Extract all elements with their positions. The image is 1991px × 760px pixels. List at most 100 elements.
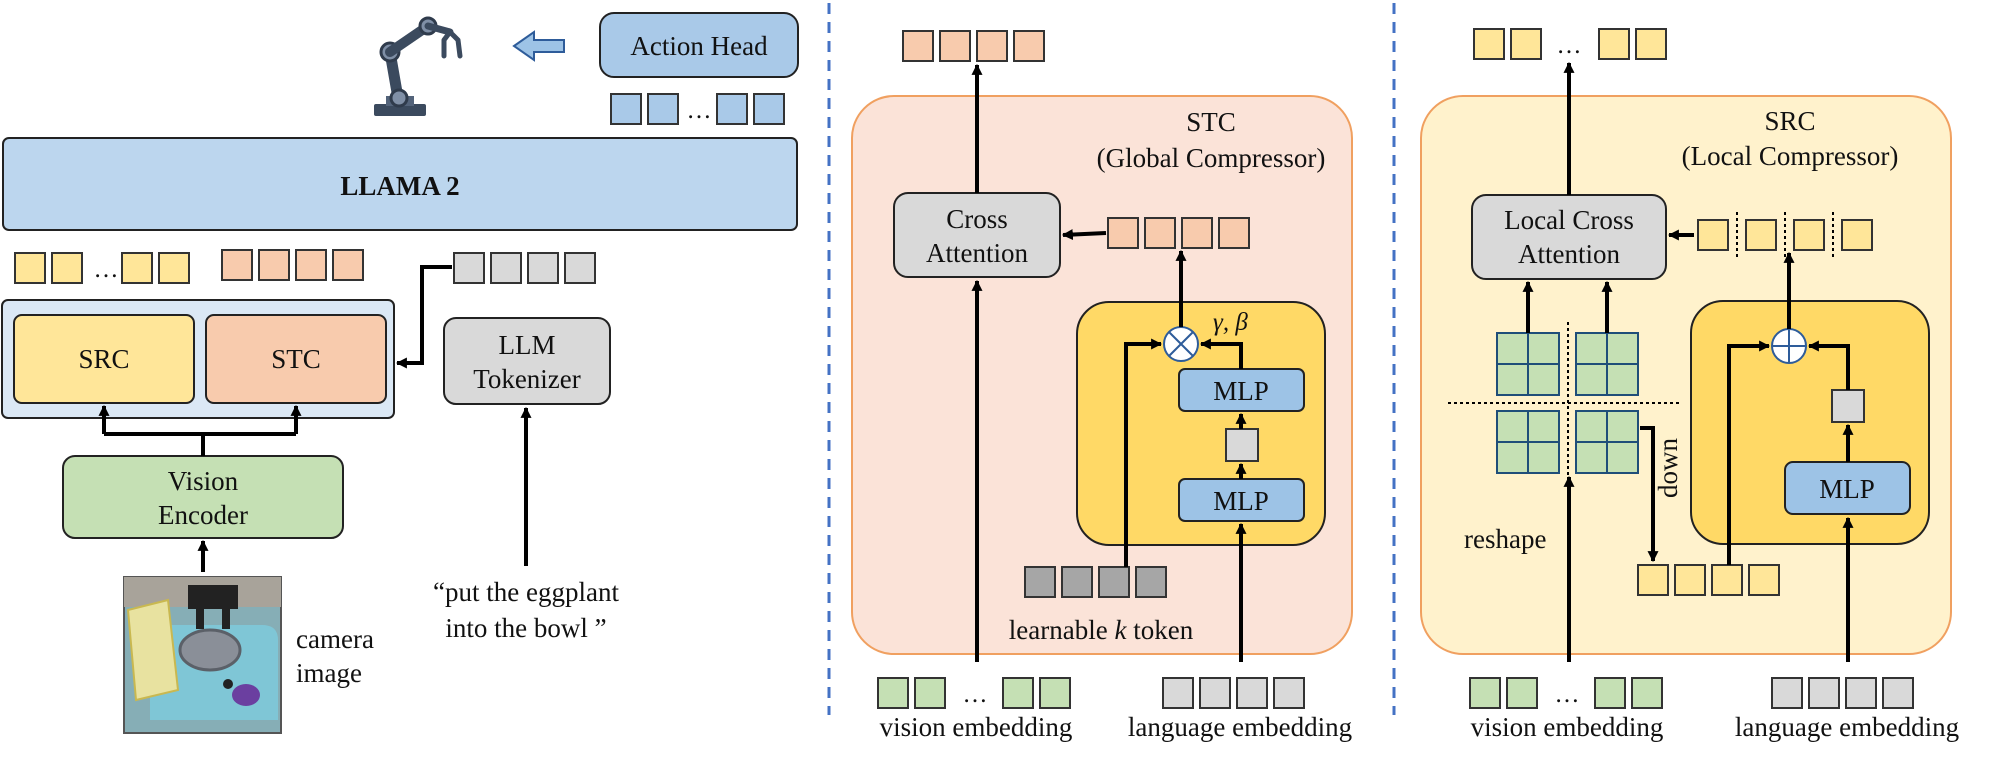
src-box xyxy=(13,314,195,404)
language-token xyxy=(1882,677,1914,709)
query-token xyxy=(1181,217,1213,249)
downsampled-token xyxy=(1711,564,1743,596)
src-output-token xyxy=(1473,28,1505,60)
mlp-bottom-label: MLP xyxy=(1213,486,1269,516)
stc-panel-subtitle: (Global Compressor) xyxy=(1097,143,1326,173)
vision-encoder-label: Encoder xyxy=(158,500,248,530)
query-token xyxy=(1107,217,1139,249)
hidden-token xyxy=(1831,389,1865,423)
down-label: down xyxy=(1653,438,1683,498)
language-embedding-label: language embedding xyxy=(1735,712,1959,742)
language-token xyxy=(453,252,485,284)
llama-label: LLAMA 2 xyxy=(340,171,459,201)
language-token xyxy=(1771,677,1803,709)
llm-tokenizer-label: LLM xyxy=(499,330,556,360)
downsampled-token xyxy=(1748,564,1780,596)
local-query-token xyxy=(1841,219,1873,251)
action-token xyxy=(716,93,748,125)
vision-embedding-label: vision embedding xyxy=(880,712,1073,742)
language-token xyxy=(527,252,559,284)
cross-attention-label: Cross xyxy=(946,204,1008,234)
local-cross-attention-label: Local Cross xyxy=(1504,205,1634,235)
src-output-token xyxy=(1510,28,1542,60)
src-token xyxy=(14,252,46,284)
vision-token xyxy=(1002,677,1034,709)
stc-box xyxy=(205,314,387,404)
stc-token xyxy=(258,249,290,281)
vision-token xyxy=(1594,677,1626,709)
query-token xyxy=(1218,217,1250,249)
action-token xyxy=(647,93,679,125)
ellipsis: … xyxy=(1555,681,1580,708)
src-mlp-label: MLP xyxy=(1819,474,1875,504)
vision-token xyxy=(1039,677,1071,709)
ellipsis: … xyxy=(963,681,988,708)
action-head-box xyxy=(599,12,799,78)
prompt-text: “put the eggplant xyxy=(433,577,619,607)
stc-output-token xyxy=(976,30,1008,62)
llm-tokenizer-box xyxy=(443,317,611,405)
stc-output-token xyxy=(939,30,971,62)
learnable-token xyxy=(1024,566,1056,598)
src-flow-arrows xyxy=(1522,61,1854,662)
src-panel-subtitle: (Local Compressor) xyxy=(1682,141,1899,171)
camera-label: image xyxy=(296,658,362,688)
stc-token xyxy=(332,249,364,281)
stc-output-token xyxy=(902,30,934,62)
llama-box xyxy=(2,137,798,231)
reshape-label: reshape xyxy=(1464,524,1546,554)
stc-token xyxy=(221,249,253,281)
learnable-token xyxy=(1061,566,1093,598)
vision-token xyxy=(1469,677,1501,709)
src-token xyxy=(121,252,153,284)
language-token xyxy=(1808,677,1840,709)
language-token xyxy=(1845,677,1877,709)
action-token xyxy=(753,93,785,125)
language-token xyxy=(1199,677,1231,709)
camera-image xyxy=(123,576,282,734)
local-query-token xyxy=(1793,219,1825,251)
camera-label: camera xyxy=(296,624,374,654)
downsampled-token xyxy=(1637,564,1669,596)
src-panel-title: SRC xyxy=(1764,106,1815,136)
stc-token xyxy=(295,249,327,281)
language-token xyxy=(1162,677,1194,709)
local-query-token xyxy=(1745,219,1777,251)
language-token xyxy=(490,252,522,284)
ellipsis: … xyxy=(687,97,712,124)
left-flow-arrows xyxy=(98,265,532,572)
src-output-token xyxy=(1598,28,1630,60)
src-output-token xyxy=(1635,28,1667,60)
stc-flow-arrows xyxy=(971,63,1247,662)
mlp-top-label: MLP xyxy=(1213,376,1269,406)
reshaped-patch-grid xyxy=(1496,332,1639,474)
learnable-token xyxy=(1098,566,1130,598)
vision-encoder-label: Vision xyxy=(168,466,239,496)
src-token xyxy=(51,252,83,284)
stc-output-token xyxy=(1013,30,1045,62)
gamma-beta-label: γ, β xyxy=(1213,309,1248,336)
src-token xyxy=(158,252,190,284)
query-token xyxy=(1144,217,1176,249)
robot-arm-icon xyxy=(374,16,463,116)
prompt-text: into the bowl ” xyxy=(445,613,606,643)
src-label: SRC xyxy=(78,344,129,374)
vision-token xyxy=(914,677,946,709)
ellipsis: … xyxy=(1557,32,1582,59)
language-token xyxy=(1273,677,1305,709)
vision-token xyxy=(877,677,909,709)
vision-embedding-label: vision embedding xyxy=(1471,712,1664,742)
ellipsis: … xyxy=(94,256,119,283)
llm-tokenizer-label: Tokenizer xyxy=(473,364,581,394)
vision-token xyxy=(1631,677,1663,709)
language-token xyxy=(564,252,596,284)
action-head-label: Action Head xyxy=(630,31,768,61)
downsampled-token xyxy=(1674,564,1706,596)
learnable-token-label: learnable k token xyxy=(1009,615,1194,645)
cross-attention-label: Attention xyxy=(926,238,1028,268)
language-embedding-label: language embedding xyxy=(1128,712,1352,742)
learnable-token xyxy=(1135,566,1167,598)
vision-token xyxy=(1506,677,1538,709)
stc-label: STC xyxy=(271,344,321,374)
